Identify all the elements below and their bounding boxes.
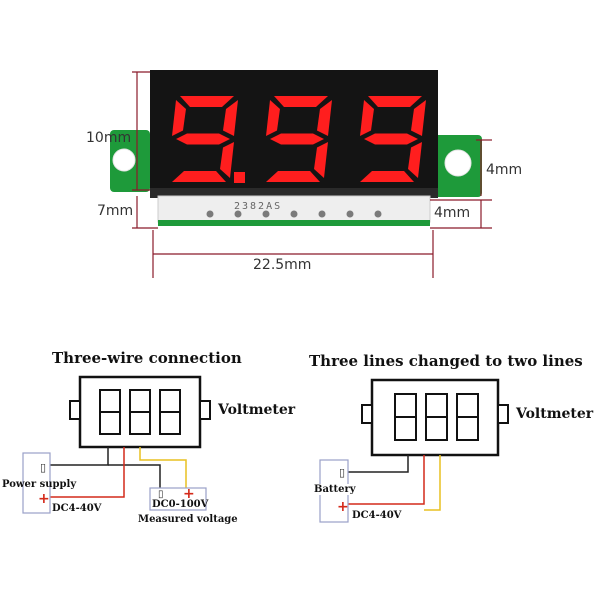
segment-g xyxy=(176,133,230,139)
segment-g-lower xyxy=(270,139,324,145)
segment-f xyxy=(360,100,374,136)
housing-base xyxy=(157,195,431,223)
segment-f xyxy=(172,100,186,136)
right-mount-hole xyxy=(444,149,472,177)
segment-a xyxy=(274,96,328,107)
segment-outline-digit xyxy=(425,393,448,441)
segment-c xyxy=(408,142,422,178)
segment-d xyxy=(266,171,320,182)
measured-range-label: DC0-100V xyxy=(152,499,209,510)
right-positive-symbol: + xyxy=(337,499,349,515)
pcb-marking: 2382AS xyxy=(234,201,283,212)
pin-row xyxy=(206,210,382,218)
dim-total-width: 22.5mm xyxy=(253,257,312,273)
segment-a xyxy=(368,96,422,107)
power-supply-label: Power supply xyxy=(2,479,77,490)
dim-pin-height: 7mm xyxy=(97,203,134,219)
left-positive-symbol: + xyxy=(38,491,50,507)
right-dc-range-label: DC4-40V xyxy=(352,510,402,521)
segment-a xyxy=(180,96,234,107)
segment-g-lower xyxy=(176,139,230,145)
segment-b xyxy=(223,100,238,136)
display-frame-shadow xyxy=(150,188,438,198)
right-voltmeter-symbol xyxy=(361,378,509,457)
measured-voltage-label: Measured voltage xyxy=(138,514,238,525)
left-wires xyxy=(50,447,187,498)
right-wires xyxy=(348,455,441,511)
segment-b xyxy=(411,100,426,136)
segment-outline-digit xyxy=(456,393,479,441)
segment-outline-digit xyxy=(99,389,121,435)
pcb-bottom-strip xyxy=(158,220,430,226)
segment-b xyxy=(317,100,332,136)
segment-outline-digit xyxy=(129,389,151,435)
left-diagram-title: Three-wire connection xyxy=(52,349,242,367)
segment-d xyxy=(172,171,226,182)
dim-display-height: 10mm xyxy=(86,130,132,146)
dim-ear-width: 4mm xyxy=(434,205,471,221)
battery-label: Battery xyxy=(314,484,356,495)
left-negative-symbol: ▯ xyxy=(40,461,47,474)
right-voltmeter-label: Voltmeter xyxy=(516,406,594,422)
right-negative-symbol: ▯ xyxy=(339,466,346,479)
right-diagram-title: Three lines changed to two lines xyxy=(309,352,583,370)
segment-c xyxy=(314,142,328,178)
measured-negative-symbol: ▯ xyxy=(158,489,164,500)
left-measured-box xyxy=(149,487,207,511)
decimal-point xyxy=(234,172,245,183)
segment-g xyxy=(270,133,324,139)
dim-mount-hole: 4mm xyxy=(486,162,523,178)
segment-g xyxy=(364,133,418,139)
segment-outline-digit xyxy=(159,389,181,435)
left-power-supply-box xyxy=(22,452,51,514)
left-voltmeter-label: Voltmeter xyxy=(218,402,296,418)
segment-c xyxy=(220,142,234,178)
segment-d xyxy=(360,171,414,182)
segment-g-lower xyxy=(364,139,418,145)
segment-f xyxy=(266,100,280,136)
left-dc-range-label: DC4-40V xyxy=(52,503,102,514)
left-mount-hole xyxy=(112,148,136,172)
segment-outline-digit xyxy=(394,393,417,441)
measured-positive-symbol: + xyxy=(183,486,195,502)
dimension-lines xyxy=(132,71,492,278)
